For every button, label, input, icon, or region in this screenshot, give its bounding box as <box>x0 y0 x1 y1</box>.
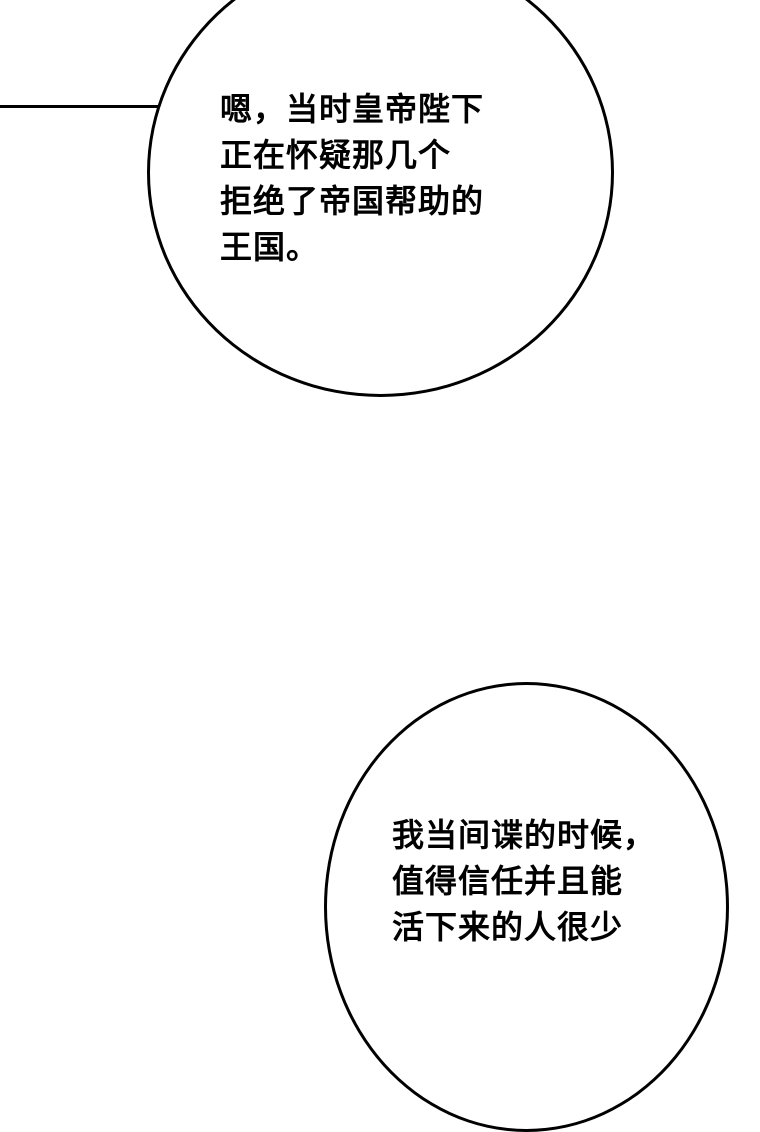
text-line: 嗯，当时皇帝陛下 <box>220 90 485 128</box>
text-line: 拒绝了帝国帮助的 <box>220 182 485 220</box>
speech-bubble-top <box>147 0 614 397</box>
speech-tail-line <box>0 105 160 108</box>
text-line: 活下来的人很少 <box>392 908 624 946</box>
text-line: 值得信任并且能 <box>392 862 624 900</box>
text-line: 正在怀疑那几个 <box>220 136 452 174</box>
text-line: 我当间谍的时候， <box>392 816 657 854</box>
text-line: 王国。 <box>220 228 320 266</box>
speech-text-top: 嗯，当时皇帝陛下 正在怀疑那几个 拒绝了帝国帮助的 王国。 <box>220 86 484 270</box>
speech-text-bottom: 我当间谍的时候， 值得信任并且能 活下来的人很少 <box>392 812 656 950</box>
